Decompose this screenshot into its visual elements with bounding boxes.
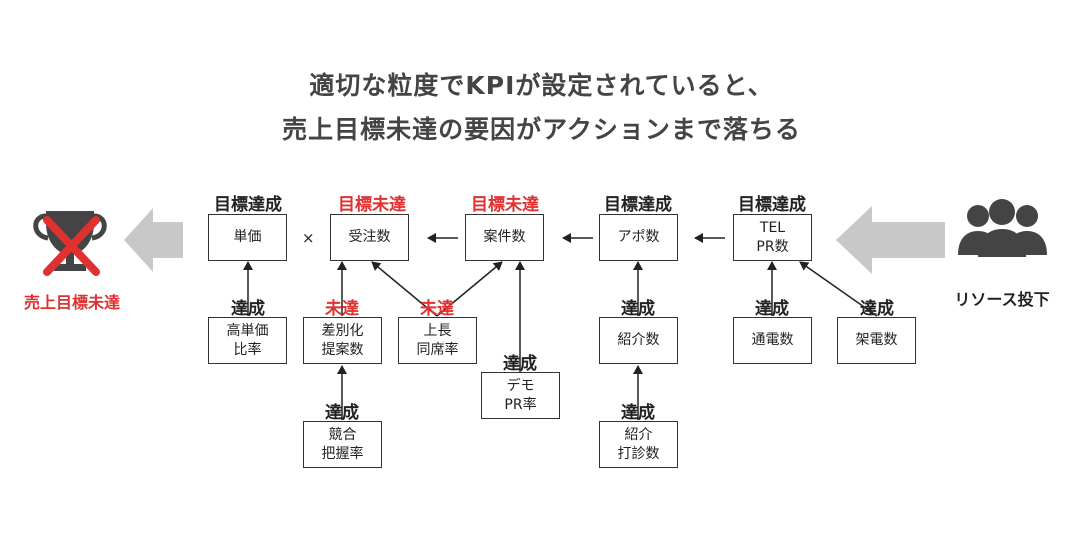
box-anken: 案件数 — [465, 214, 544, 261]
box-label: アポ数 — [617, 229, 660, 245]
box-jocho: 上長 同席率 — [398, 317, 477, 364]
status-tsuden: 達成 — [755, 299, 789, 319]
title-line-1: 適切な粒度でKPIが設定されていると、 — [309, 71, 774, 100]
box-label: 紹介数 — [617, 332, 660, 348]
status-sabetsu: 未達 — [325, 299, 359, 319]
status-shokai: 達成 — [621, 299, 655, 319]
arrow-jocho-to-anken — [436, 261, 503, 317]
status-juchu: 目標未達 — [338, 195, 406, 215]
status-jocho: 未達 — [420, 299, 454, 319]
box-label-line1: 高単価 — [226, 322, 269, 339]
box-label-line2: PR率 — [504, 396, 537, 413]
box-label: 受注数 — [348, 229, 391, 245]
box-tel-pr: TEL PR数 — [733, 214, 812, 261]
status-apo: 目標達成 — [604, 195, 672, 215]
status-demo: 達成 — [503, 354, 537, 374]
box-tsuden: 通電数 — [733, 317, 812, 364]
arrow-jocho-to-juchu — [371, 261, 438, 317]
box-label-line1: 差別化 — [321, 322, 364, 339]
box-tanka: 単価 — [208, 214, 287, 261]
status-tanka: 目標達成 — [214, 195, 282, 215]
box-label-line1: 競合 — [328, 426, 357, 443]
box-kyogo: 競合 把握率 — [303, 421, 382, 468]
box-label-line2: 把握率 — [321, 445, 364, 462]
box-label: 通電数 — [751, 332, 794, 348]
box-label: 単価 — [233, 229, 262, 245]
title-line-2: 売上目標未達の要因がアクションまで落ちる — [282, 115, 801, 144]
box-label-line2: 比率 — [233, 341, 262, 358]
box-juchu: 受注数 — [330, 214, 409, 261]
box-shokai: 紹介数 — [599, 317, 678, 364]
status-anken: 目標未達 — [471, 195, 539, 215]
status-kotanka: 達成 — [231, 299, 265, 319]
right-caption: リソース投下 — [954, 290, 1050, 309]
box-label-line2: PR数 — [756, 238, 789, 255]
box-sabetsu: 差別化 提案数 — [303, 317, 382, 364]
box-label-line1: 紹介 — [624, 426, 653, 443]
left-big-arrow — [124, 208, 183, 272]
right-big-arrow — [836, 206, 945, 274]
box-apo: アポ数 — [599, 214, 678, 261]
multiply-sign: × — [302, 229, 315, 247]
box-kotanka: 高単価 比率 — [208, 317, 287, 364]
status-shokai2: 達成 — [621, 403, 655, 423]
box-label: 架電数 — [855, 332, 898, 348]
box-label-line2: 打診数 — [617, 445, 660, 462]
arrow-kaden-to-tel — [799, 261, 878, 317]
box-label-line1: 上長 — [423, 322, 452, 339]
box-demo: デモ PR率 — [481, 372, 560, 419]
cross-icon — [43, 216, 100, 276]
box-label-line1: TEL — [759, 219, 786, 236]
box-label: 案件数 — [483, 229, 526, 245]
box-shokai2: 紹介 打診数 — [599, 421, 678, 468]
left-caption: 売上目標未達 — [23, 293, 121, 312]
status-tel: 目標達成 — [738, 195, 806, 215]
box-label-line2: 同席率 — [416, 341, 459, 358]
status-kyogo: 達成 — [325, 403, 359, 423]
status-kaden: 達成 — [860, 299, 894, 319]
people-group-icon — [958, 199, 1047, 257]
box-kaden: 架電数 — [837, 317, 916, 364]
box-label-line2: 提案数 — [321, 341, 364, 358]
box-label-line1: デモ — [506, 377, 535, 394]
